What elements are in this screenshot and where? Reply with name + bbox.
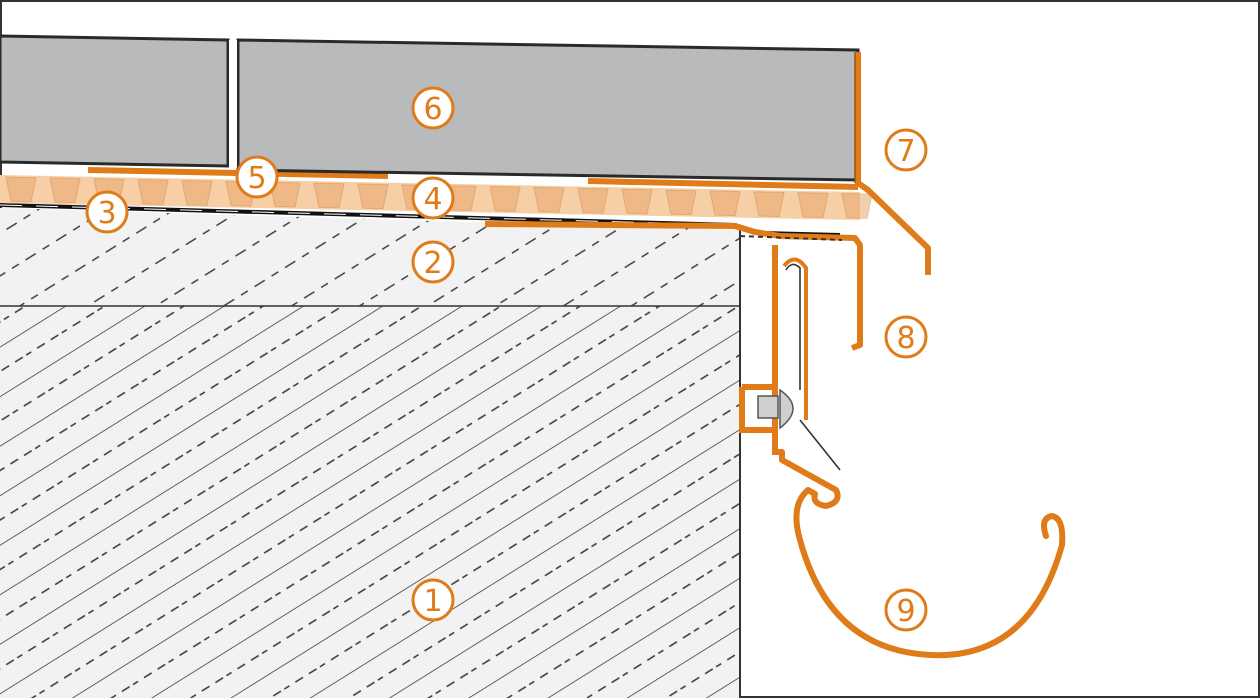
callout-1: 1 xyxy=(411,578,455,622)
half-round-gutter xyxy=(779,449,1066,659)
mat-cell xyxy=(269,181,301,208)
callout-7: 7 xyxy=(884,128,928,172)
callout-9: 9 xyxy=(884,588,928,632)
callout-9-label: 9 xyxy=(896,594,915,629)
callout-4-label: 4 xyxy=(423,182,442,217)
fastener-icon xyxy=(757,388,794,430)
callout-5: 5 xyxy=(235,155,279,199)
mat-cell xyxy=(533,187,565,213)
callout-6-label: 6 xyxy=(423,92,442,127)
callout-3-label: 3 xyxy=(97,196,116,231)
mat-cell xyxy=(5,176,37,203)
mat-cell xyxy=(577,187,609,214)
mat-cell xyxy=(709,190,741,217)
callout-8-label: 8 xyxy=(896,321,915,356)
gutter-bracket-profile xyxy=(484,221,863,351)
mat-cell xyxy=(797,192,829,218)
mat-cell xyxy=(753,191,785,218)
callout-2: 2 xyxy=(411,240,455,284)
mat-cell xyxy=(181,180,213,206)
mat-cell xyxy=(489,186,521,212)
floor-tiles xyxy=(0,34,860,182)
callout-8: 8 xyxy=(884,315,928,359)
callout-1-label: 1 xyxy=(423,584,442,619)
edge-profile xyxy=(855,52,931,275)
callout-7-label: 7 xyxy=(896,134,915,169)
callout-6: 6 xyxy=(411,86,455,130)
mat-cell xyxy=(621,188,653,215)
callout-5-label: 5 xyxy=(247,161,266,196)
mat-cell xyxy=(841,193,873,219)
mat-cell xyxy=(313,182,345,209)
callout-2-label: 2 xyxy=(423,246,442,281)
callout-4: 4 xyxy=(411,176,455,220)
mat-cell xyxy=(49,177,81,204)
mat-cell xyxy=(137,179,169,205)
structural-substrate xyxy=(0,306,741,698)
mat-cell xyxy=(665,189,697,216)
callout-3: 3 xyxy=(85,190,129,234)
sloped-screed-layer xyxy=(0,208,741,307)
mat-cell xyxy=(357,183,389,210)
